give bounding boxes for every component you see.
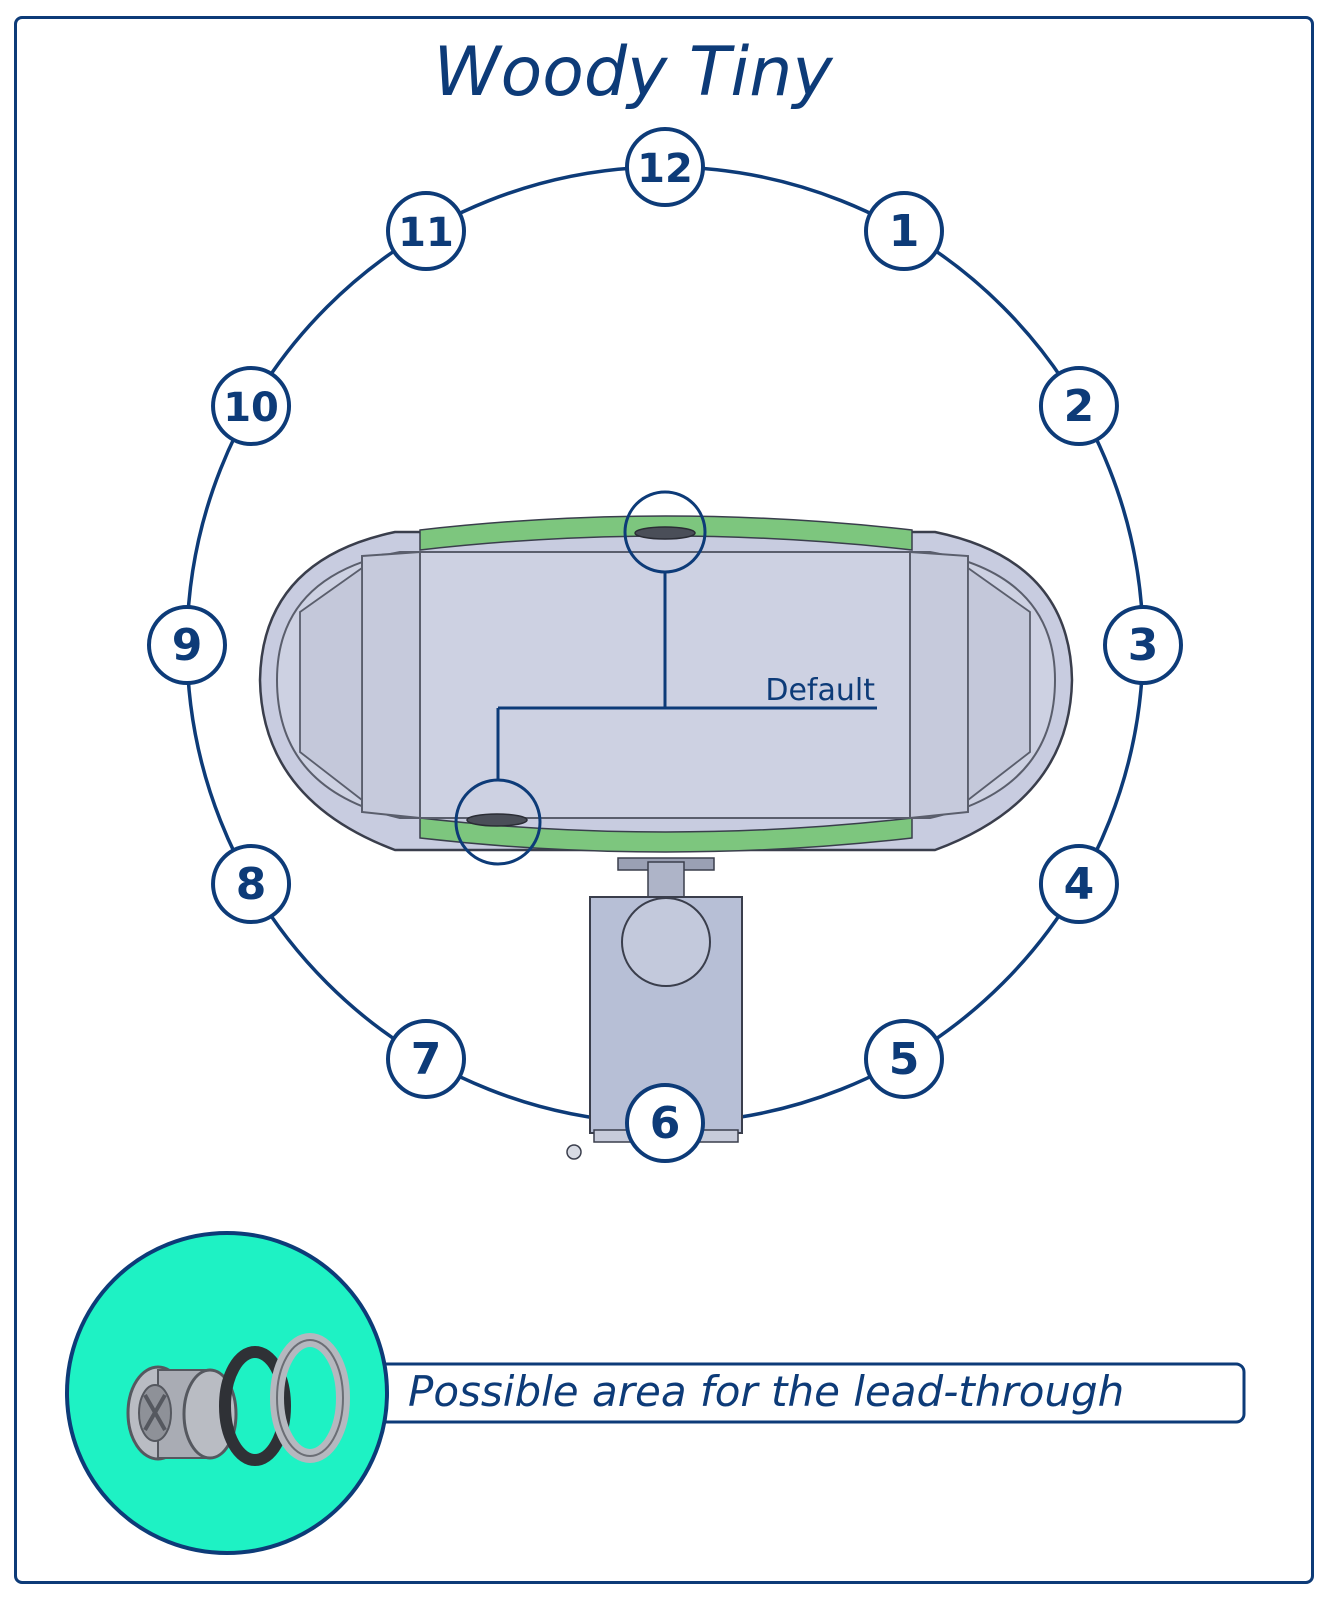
position-label: 12 xyxy=(637,146,693,192)
position-label: 7 xyxy=(411,1034,442,1085)
heater-drain-valve xyxy=(566,1144,582,1160)
right-bench-step xyxy=(967,566,1031,802)
position-circle xyxy=(386,1018,466,1099)
page-title: Woody Tiny xyxy=(433,33,833,112)
position-marker-3: 3 xyxy=(1103,605,1183,685)
default-fitting-top xyxy=(634,526,696,540)
position-marker-11: 11 xyxy=(386,191,466,272)
position-marker-8: 8 xyxy=(211,844,292,924)
default-callout: Default xyxy=(454,490,877,866)
position-circle xyxy=(211,844,292,924)
heater-lid xyxy=(621,897,711,987)
position-marker-5: 5 xyxy=(864,1018,944,1099)
legend-text: Possible area for the lead-through xyxy=(408,1367,1124,1416)
position-label: 6 xyxy=(650,1098,681,1149)
position-label: 2 xyxy=(1064,381,1095,432)
position-circle xyxy=(386,191,466,272)
position-circle xyxy=(864,191,944,272)
legend: Possible area for the lead-through xyxy=(65,1231,1246,1555)
position-circle xyxy=(147,605,227,685)
position-circle xyxy=(1038,366,1119,446)
page-frame xyxy=(14,16,1314,1584)
position-circle xyxy=(211,366,292,446)
lead-through-fitting-icon xyxy=(126,1333,350,1466)
position-label: 8 xyxy=(236,859,267,910)
position-label: 9 xyxy=(172,620,203,671)
position-marker-12: 12 xyxy=(625,127,705,207)
possible-area-bottom xyxy=(419,817,913,853)
position-marker-6: 6 xyxy=(625,1083,705,1163)
left-bench-step xyxy=(299,566,363,802)
left-bench xyxy=(361,550,421,820)
hot-tub-top-view xyxy=(258,515,1074,853)
position-label: 5 xyxy=(889,1034,920,1085)
position-circle xyxy=(864,1018,944,1099)
right-bench xyxy=(909,550,969,820)
position-marker-9: 9 xyxy=(147,605,227,685)
position-circle xyxy=(1038,844,1119,924)
position-label: 3 xyxy=(1128,620,1159,671)
position-circle xyxy=(625,127,705,207)
position-marker-1: 1 xyxy=(864,191,944,272)
position-label: 4 xyxy=(1064,859,1095,910)
position-marker-7: 7 xyxy=(386,1018,466,1099)
position-marker-10: 10 xyxy=(211,366,292,446)
position-circle xyxy=(1103,605,1183,685)
position-marker-4: 4 xyxy=(1038,844,1119,924)
position-marker-2: 2 xyxy=(1038,366,1119,446)
position-label: 11 xyxy=(398,210,454,256)
position-label: 1 xyxy=(889,206,920,257)
default-label: Default xyxy=(765,673,875,708)
default-fitting-bottom xyxy=(466,813,528,827)
position-circle xyxy=(625,1083,705,1163)
position-label: 10 xyxy=(223,385,279,431)
